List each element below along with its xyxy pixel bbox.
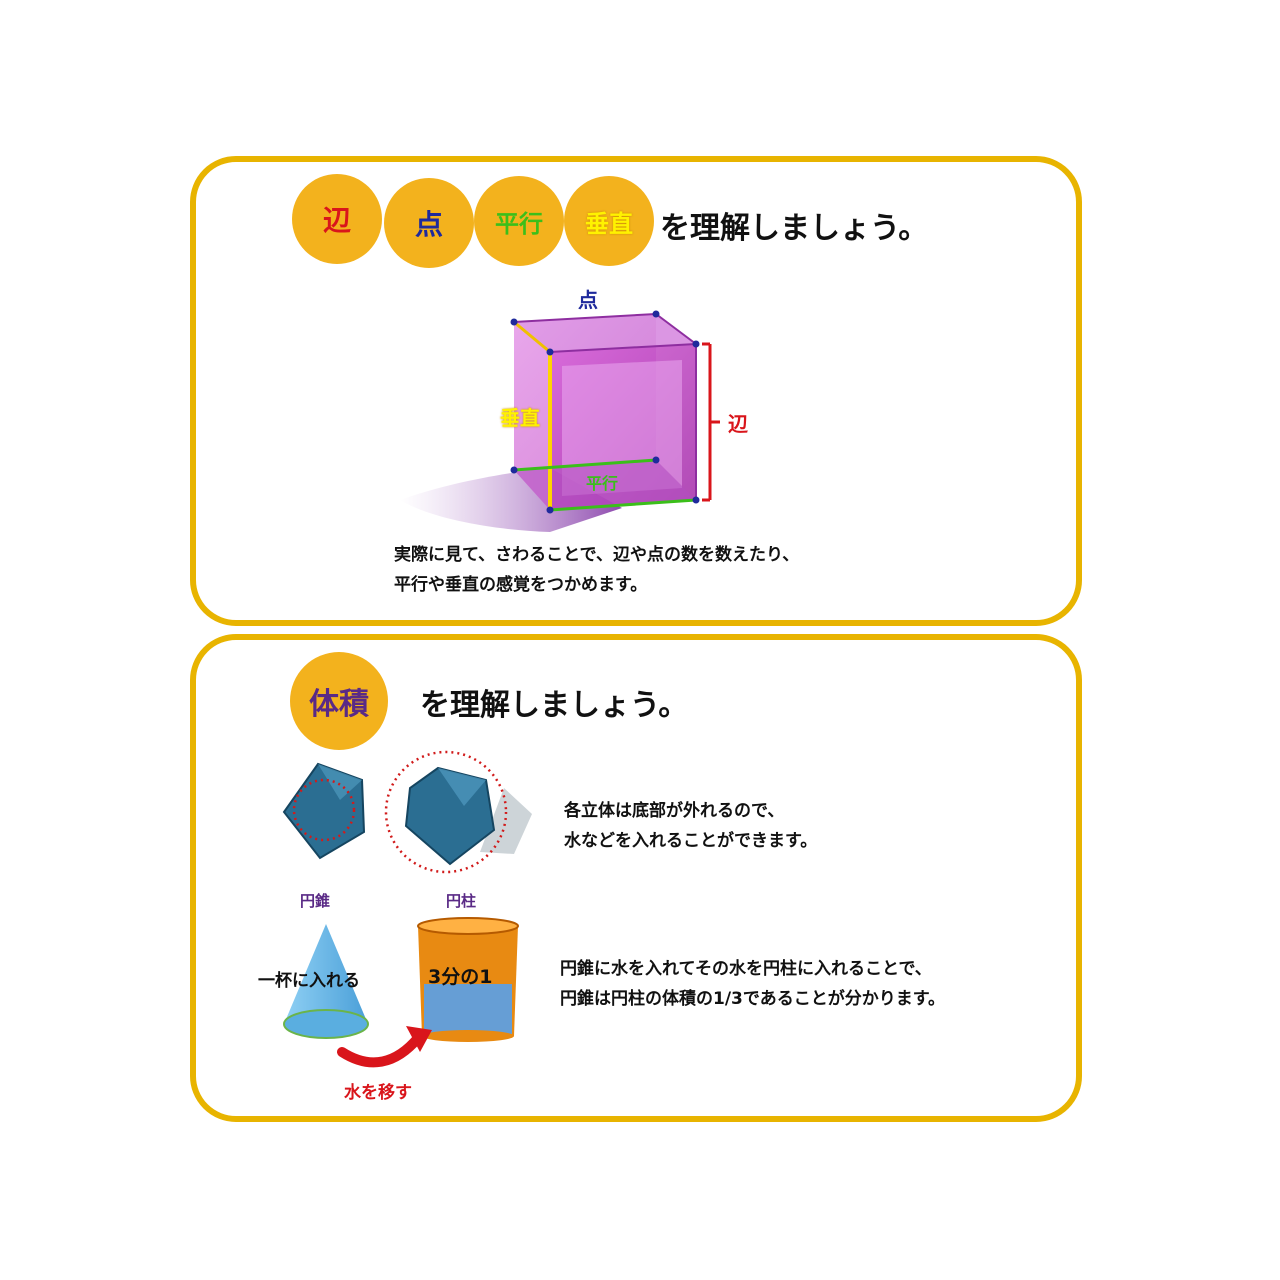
badge-point: 点 xyxy=(384,178,474,268)
cube-illustration xyxy=(400,310,720,532)
section1-description: 実際に見て、さわることで、辺や点の数を数えたり、 平行や垂直の感覚をつかめます。 xyxy=(394,540,799,600)
badge-volume: 体積 xyxy=(290,652,388,750)
parallel-edge-front xyxy=(549,498,697,512)
section1-heading: を理解しましょう。 xyxy=(660,211,929,246)
cone-annotation: 一杯に入れる xyxy=(258,971,360,991)
cube-bottom-face xyxy=(514,460,696,510)
badge-edge: 辺 xyxy=(292,174,382,264)
badge-parallel: 平行 xyxy=(474,176,564,266)
label-cylinder: 円柱 xyxy=(446,892,477,910)
section2-text2-line1: 円錐に水を入れてその水を円柱に入れることで、 xyxy=(560,959,932,979)
cube-label-parallel: 平行 xyxy=(586,474,619,493)
section1-description-line2: 平行や垂直の感覚をつかめます。 xyxy=(394,575,648,595)
cube-label-edge: 辺 xyxy=(728,412,748,436)
cone-shape xyxy=(284,924,368,1024)
cone-dotted-circle xyxy=(292,778,356,842)
solids-top-view xyxy=(282,750,532,874)
section2-text2-line2: 円錐は円柱の体積の1/3であることが分かります。 xyxy=(560,989,945,1009)
cube-label-point: 点 xyxy=(578,288,598,312)
arrow-label: 水を移す xyxy=(344,1083,412,1103)
section2-text2: 円錐に水を入れてその水を円柱に入れることで、 円錐は円柱の体積の1/3であること… xyxy=(560,954,945,1014)
cup-annotation: 3分の1 xyxy=(428,966,493,988)
section2-text1: 各立体は底部が外れるので、 水などを入れることができます。 xyxy=(564,796,817,856)
cube-vertices xyxy=(510,310,700,514)
transfer-arrow xyxy=(337,1033,423,1068)
section2-text1-line2: 水などを入れることができます。 xyxy=(564,831,818,851)
section2-heading: を理解しましょう。 xyxy=(420,688,689,723)
section-volume-panel xyxy=(190,634,1082,1122)
label-cone: 円錐 xyxy=(300,892,331,910)
cube-label-vertical: 垂直 xyxy=(500,406,540,430)
cylinder-dotted-circle xyxy=(384,750,508,874)
section2-text1-line1: 各立体は底部が外れるので、 xyxy=(564,801,785,821)
volume-demonstration xyxy=(283,917,519,1068)
parallel-edge-back xyxy=(513,458,657,472)
badge-vertical: 垂直 xyxy=(564,176,654,266)
section1-description-line1: 実際に見て、さわることで、辺や点の数を数えたり、 xyxy=(394,545,800,565)
